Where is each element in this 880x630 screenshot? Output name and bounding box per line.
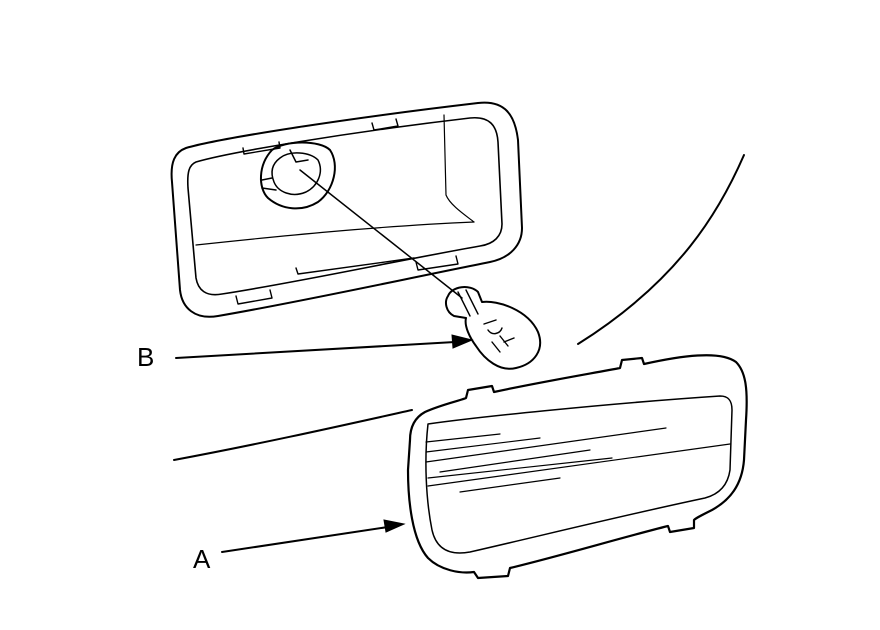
assembly-guide-line — [299, 169, 463, 299]
lens — [406, 354, 748, 580]
leader-a — [221, 519, 406, 553]
ceiling-contour — [173, 154, 745, 461]
bulb — [445, 286, 542, 370]
callout-b: B — [137, 342, 155, 372]
callout-a: A — [193, 544, 211, 574]
light-housing — [170, 101, 523, 318]
leader-b — [175, 334, 474, 359]
